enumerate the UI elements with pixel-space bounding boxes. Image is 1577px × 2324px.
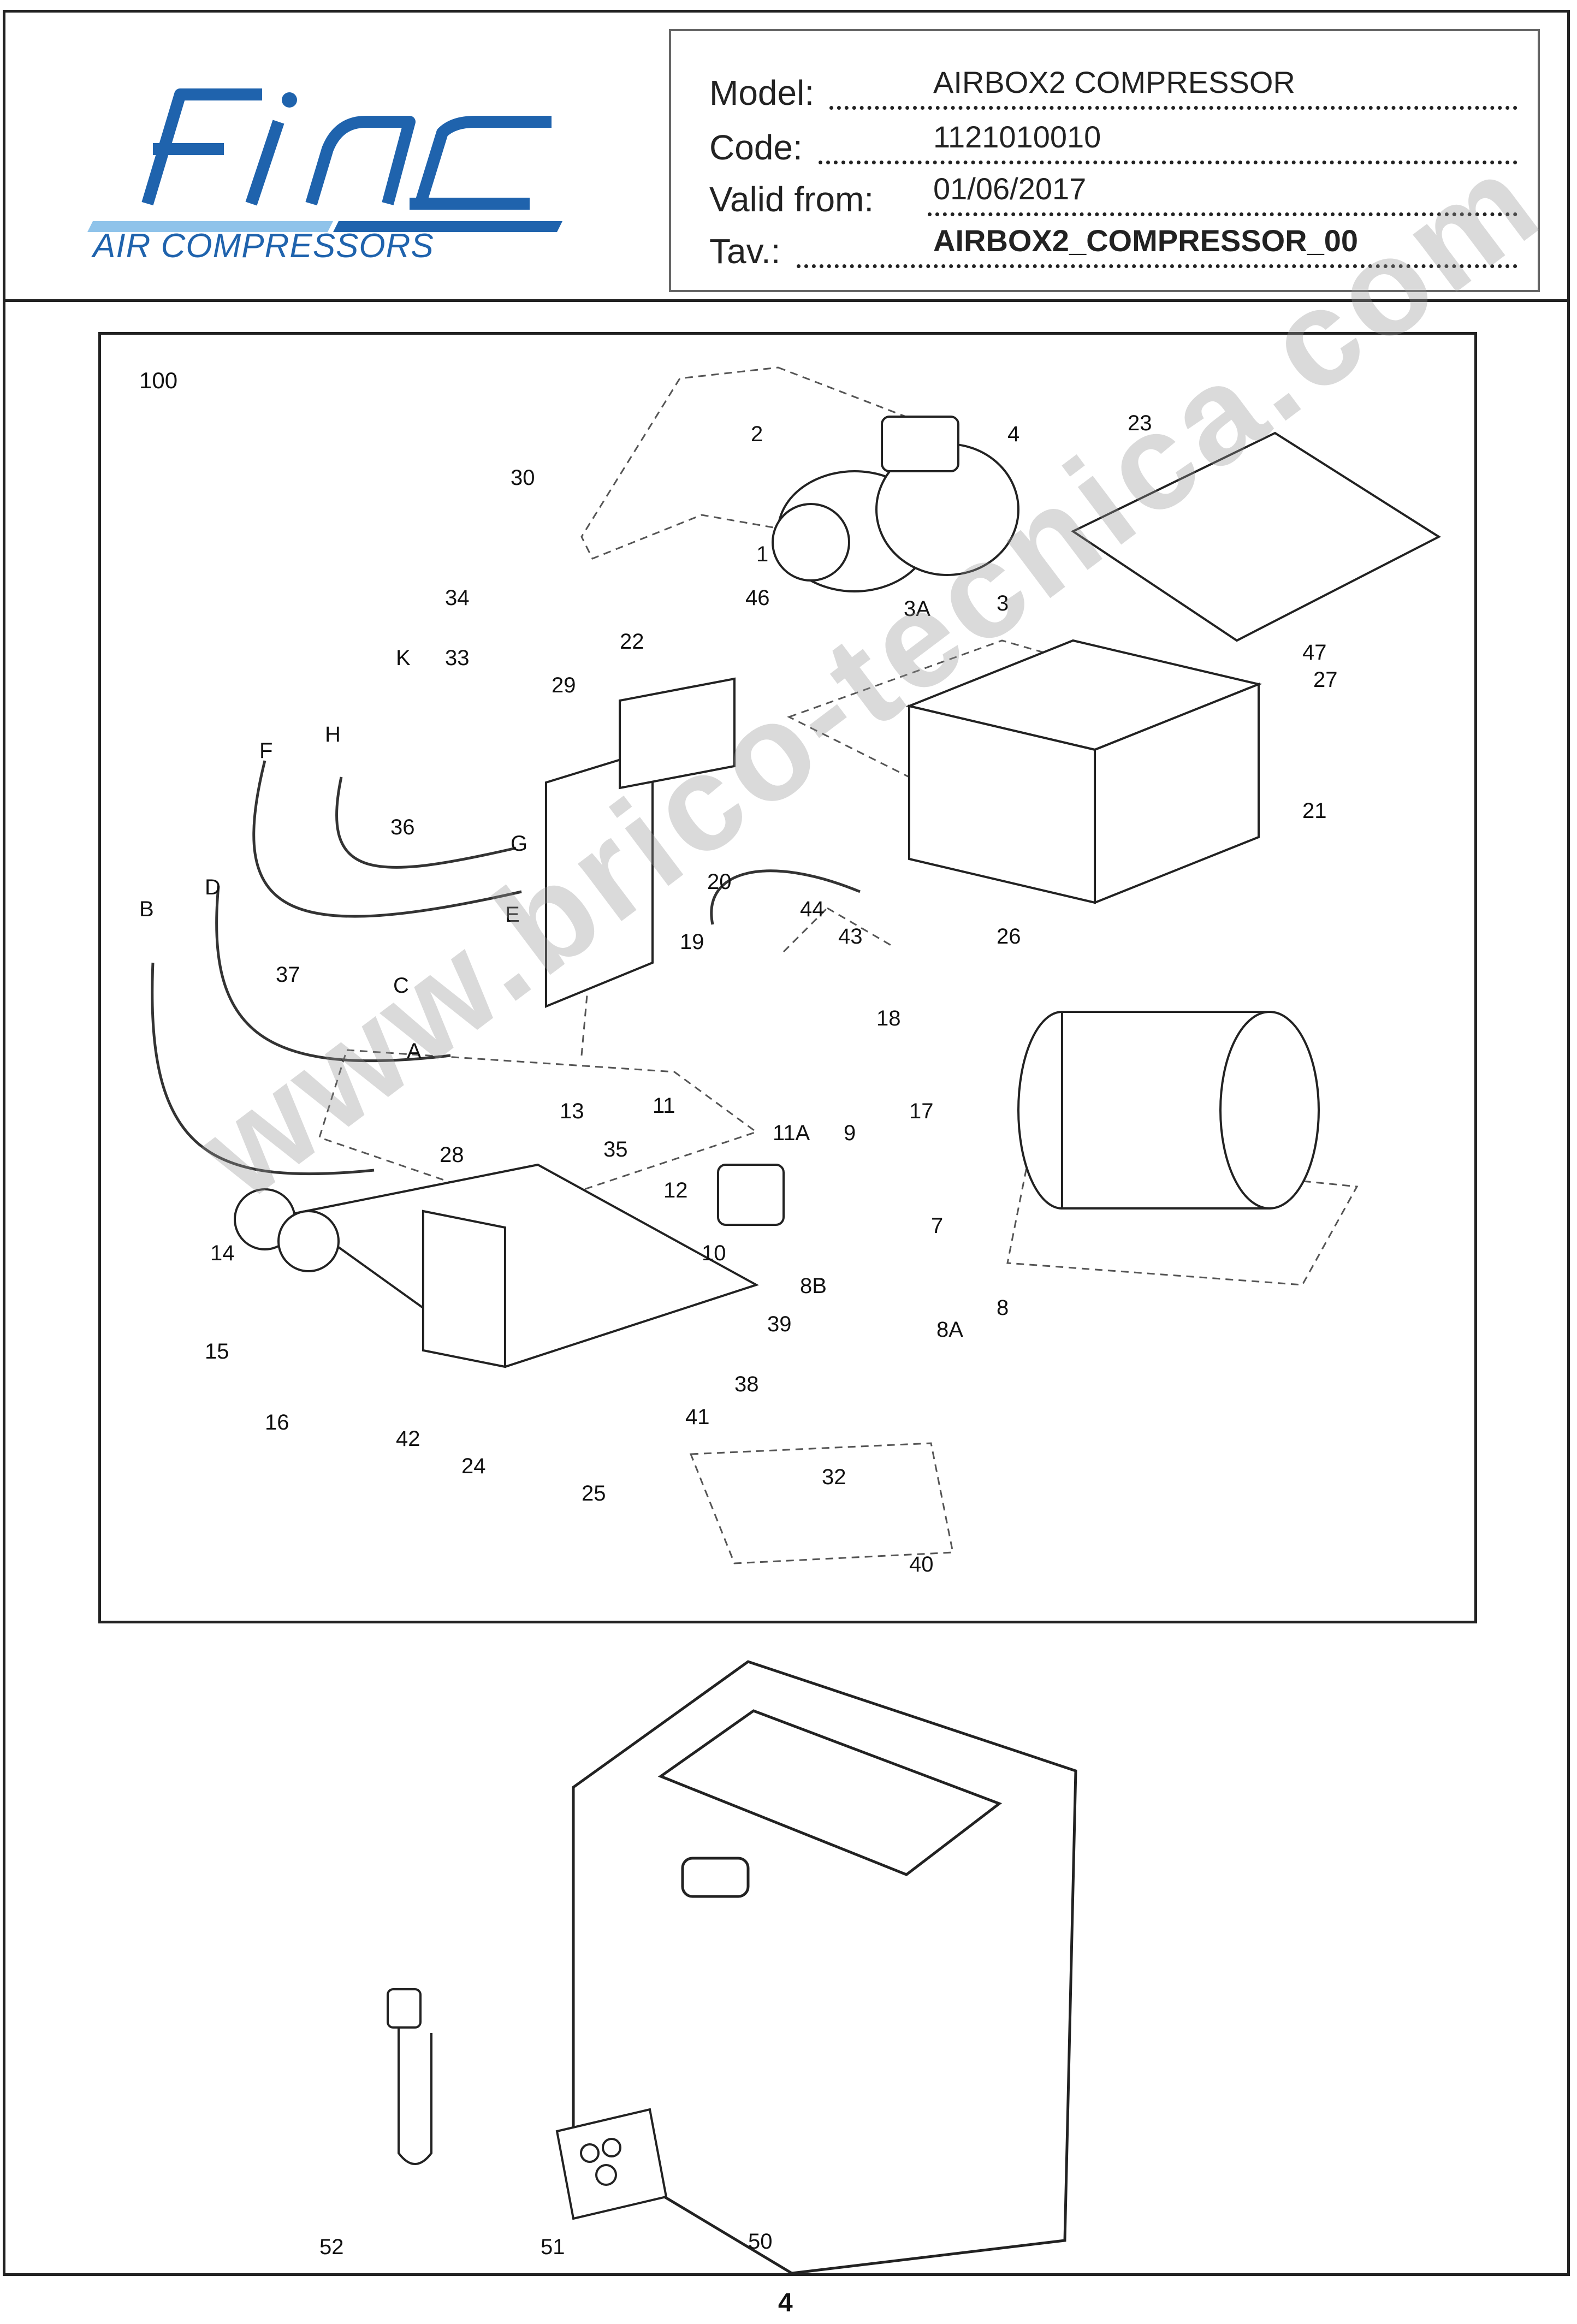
part-callout: 28: [440, 1143, 464, 1167]
fiac-logo: [82, 62, 573, 280]
model-label: Model:: [709, 73, 815, 112]
part-callout: 15: [205, 1339, 229, 1363]
dotted-line: [928, 212, 1517, 216]
exploded-parts-drawing: [151, 366, 1442, 1564]
part-callout: 36: [390, 815, 415, 839]
connection-letter-a: A: [407, 1039, 422, 1063]
guard-panel: [545, 677, 736, 1008]
part-callout: 40: [909, 1552, 934, 1576]
part-callout: 11A: [773, 1121, 810, 1145]
power-cord: [387, 1988, 432, 2165]
header-divider: [5, 299, 1567, 302]
carry-case: [572, 1660, 1077, 2275]
part-callout: 27: [1313, 668, 1338, 692]
pump-unit: [772, 416, 1019, 592]
code-value: 1121010010: [933, 120, 1101, 154]
part-callout: 16: [265, 1410, 289, 1434]
part-callout: 41: [685, 1405, 710, 1429]
connection-letter-e: E: [505, 903, 520, 927]
connection-letter-g: G: [511, 832, 528, 856]
valid-from-row: Valid from: 01/06/2017: [709, 170, 1517, 223]
parts-sheet: AIR COMPRESSORS Model: AIRBOX2 COMPRESSO…: [3, 10, 1570, 2276]
part-callout: 22: [620, 630, 644, 654]
base-plate: [289, 1163, 760, 1368]
hoses: [151, 760, 861, 1176]
dotted-line: [829, 106, 1517, 110]
page-number: 4: [778, 2289, 793, 2317]
model-row: Model: AIRBOX2 COMPRESSOR: [709, 64, 1517, 116]
part-callout: 18: [876, 1006, 901, 1030]
part-callout: 3: [997, 591, 1009, 615]
connection-letter-c: C: [393, 974, 409, 998]
part-callout: 44: [800, 897, 825, 921]
connection-letter-d: D: [205, 875, 221, 899]
part-callout: 4: [1007, 422, 1020, 446]
diagram-reference: 100: [139, 367, 178, 393]
part-callout: 38: [734, 1372, 759, 1396]
valid-from-value: 01/06/2017: [933, 171, 1087, 206]
part-callout: 12: [663, 1178, 688, 1202]
part-callout: 11: [653, 1094, 675, 1118]
connection-letter-f: F: [259, 739, 273, 763]
label-sticker: [555, 2108, 668, 2220]
dotted-line: [819, 161, 1517, 164]
case-callout: 51: [541, 2235, 565, 2259]
part-callout: 1: [756, 542, 769, 566]
part-callout: 24: [461, 1454, 486, 1478]
connection-letter-h: H: [325, 722, 341, 746]
part-callout: 3A: [904, 597, 930, 621]
model-info-box: Model: AIRBOX2 COMPRESSOR Code: 11210100…: [669, 29, 1540, 292]
part-callout: 29: [552, 673, 576, 697]
part-callout: 46: [745, 586, 770, 610]
connection-letter-b: B: [139, 897, 154, 921]
housing-box: [905, 639, 1262, 904]
part-callout: 20: [707, 870, 732, 894]
case-callout: 50: [748, 2230, 773, 2254]
cover-plate: [1070, 431, 1442, 642]
tav-label: Tav.:: [709, 232, 781, 271]
connection-letter-k: K: [396, 646, 411, 670]
part-callout: 47: [1302, 641, 1327, 665]
part-callout: 21: [1302, 799, 1327, 823]
part-callout: 19: [680, 930, 704, 954]
tav-value: AIRBOX2_COMPRESSOR_00: [933, 223, 1359, 258]
part-callout: 26: [997, 924, 1021, 948]
tav-row: Tav.: AIRBOX2_COMPRESSOR_00: [709, 222, 1517, 275]
part-callout: 8: [997, 1296, 1009, 1320]
part-callout: 33: [445, 646, 470, 670]
fiac-logo-mark: [87, 88, 562, 232]
part-callout: 8A: [936, 1318, 963, 1342]
part-callout: 10: [702, 1241, 726, 1265]
carry-case-drawing: [387, 1660, 1077, 2275]
part-callout: 17: [909, 1099, 934, 1123]
part-callout: 43: [838, 924, 863, 948]
part-callout: 42: [396, 1427, 420, 1451]
part-callout: 25: [582, 1481, 606, 1505]
part-callout: 8B: [800, 1274, 827, 1298]
code-row: Code: 1121010010: [709, 118, 1517, 171]
part-callout: 39: [767, 1312, 792, 1336]
logo-tagline: AIR COMPRESSORS: [93, 227, 434, 265]
exploded-view-frame: 100: [98, 332, 1477, 1623]
code-label: Code:: [709, 128, 803, 167]
part-callout: 30: [511, 466, 535, 490]
air-tank: [1017, 1011, 1320, 1210]
part-callout: 13: [560, 1099, 584, 1123]
model-value: AIRBOX2 COMPRESSOR: [933, 65, 1295, 99]
valid-from-label: Valid from:: [709, 180, 874, 219]
case-callout: 52: [319, 2235, 344, 2259]
part-callout: 23: [1128, 411, 1152, 435]
part-callout: 2: [751, 422, 763, 446]
part-callout: 7: [931, 1214, 944, 1238]
part-callout: 9: [844, 1121, 856, 1145]
part-callout: 35: [603, 1137, 628, 1161]
part-callout: 34: [445, 586, 470, 610]
part-callout: 37: [276, 963, 300, 987]
part-callout: 14: [210, 1241, 235, 1265]
dotted-line: [797, 264, 1517, 268]
part-callout: 32: [822, 1465, 846, 1489]
gauges: [234, 1164, 785, 1272]
